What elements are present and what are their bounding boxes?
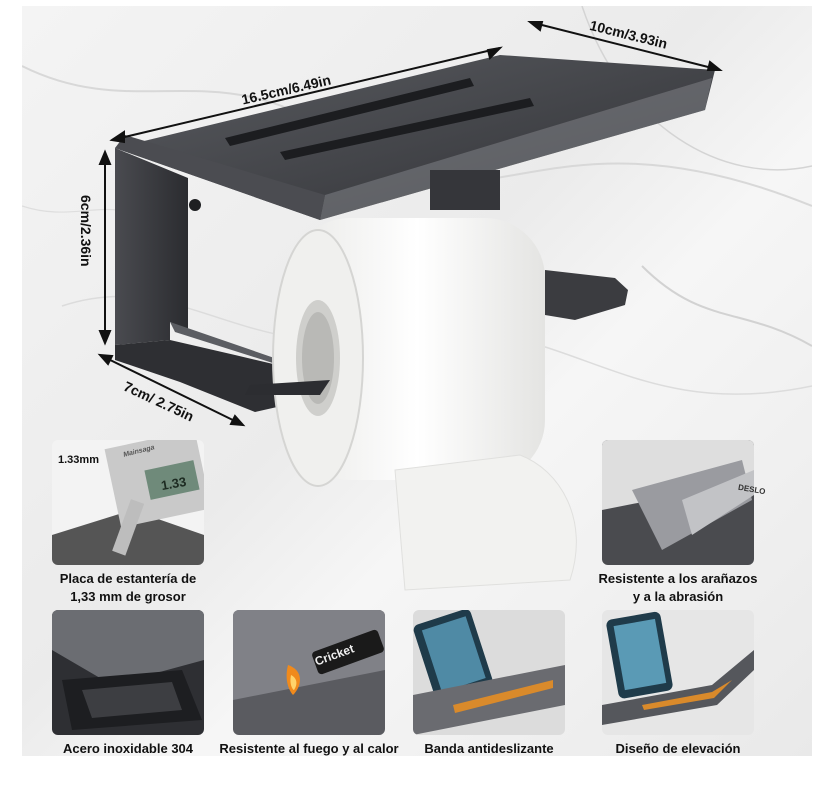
caption-steel: Acero inoxidable 304 <box>62 741 194 756</box>
caption-antislip: Banda antideslizante <box>424 741 554 756</box>
thumb-scratch <box>602 440 754 565</box>
shelf-groove <box>280 98 534 160</box>
thumb-elevation <box>602 610 754 735</box>
shelf-groove <box>225 78 474 146</box>
thumb-fire <box>233 610 385 735</box>
thumb-antislip <box>413 610 565 735</box>
caption-fire: Resistente al fuego y al calor <box>219 741 399 756</box>
thickness-label: 1.33mm <box>58 454 99 466</box>
caption-scratch: Resistente a los arañazos y a la abrasió… <box>598 571 758 604</box>
screw-hole-icon <box>189 199 201 211</box>
top-shelf <box>115 55 715 220</box>
thumb-steel <box>52 610 204 735</box>
caption-elevation: Diseño de elevación <box>615 741 741 756</box>
side-plate <box>115 148 188 345</box>
dimension-arrows <box>97 21 723 427</box>
caption-thickness: Placa de estantería de 1,33 mm de grosor <box>59 571 197 604</box>
thumb-thickness <box>52 440 204 565</box>
height-dimension-label: 6cm/2.36in <box>78 195 94 267</box>
